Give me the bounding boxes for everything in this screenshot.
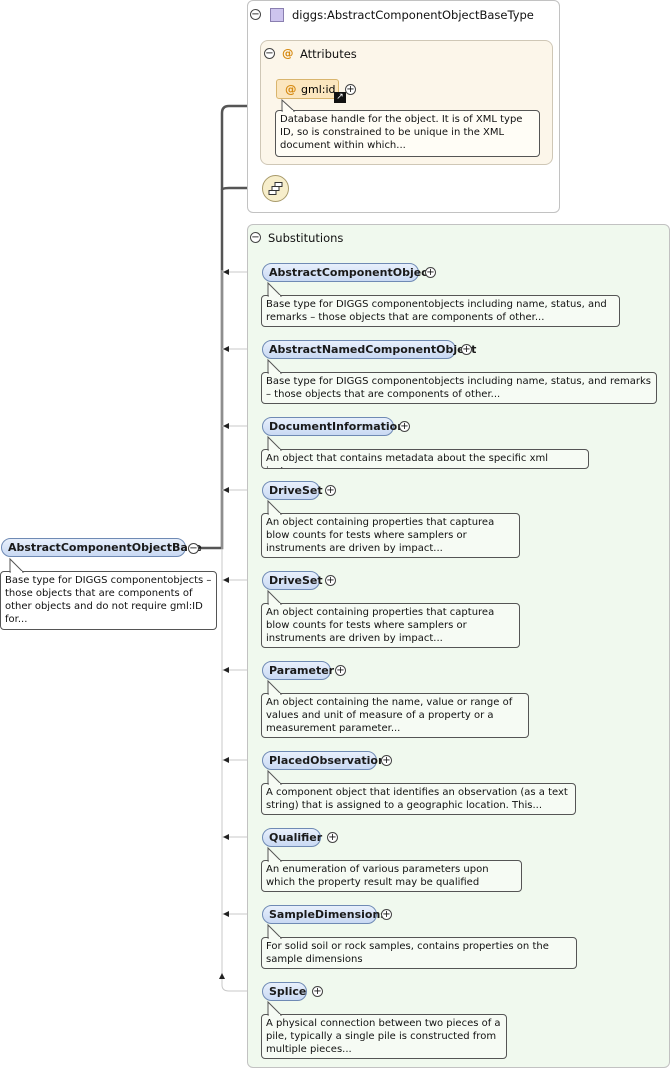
attributes-collapse-toggle[interactable]: − <box>264 48 275 59</box>
substitution-node[interactable]: DriveSet <box>262 571 323 590</box>
substitution-expand-toggle[interactable]: + <box>327 832 338 843</box>
substitution-description: For solid soil or rock samples, contains… <box>261 937 577 969</box>
substitution-description: An object containing properties that cap… <box>261 603 520 648</box>
substitution-node[interactable]: Parameter <box>262 661 334 680</box>
attribute-gml-id[interactable]: @ gml:id <box>276 79 339 99</box>
substitution-expand-toggle[interactable]: + <box>399 421 410 432</box>
attributes-title: Attributes <box>300 47 357 61</box>
substitution-node[interactable]: DriveSet <box>262 481 323 500</box>
attribute-label: gml:id <box>301 83 336 96</box>
substitution-node[interactable]: Qualifier <box>262 828 322 847</box>
substitution-description: A physical connection between two pieces… <box>261 1014 507 1059</box>
substitution-node[interactable]: AbstractNamedComponentObject <box>262 340 476 359</box>
substitution-description: An enumeration of various parameters upo… <box>261 860 522 892</box>
root-description: Base type for DIGGS componentobjects – t… <box>0 571 217 630</box>
substitution-expand-toggle[interactable]: + <box>335 665 346 676</box>
link-arrow-icon: ↗ <box>334 92 346 103</box>
type-collapse-toggle[interactable]: − <box>250 9 261 20</box>
complex-type-icon <box>270 8 284 22</box>
substitutions-collapse-toggle[interactable]: − <box>250 232 261 243</box>
complex-type-title: diggs:AbstractComponentObjectBaseType <box>292 8 534 22</box>
substitution-node[interactable]: PlacedObservation <box>262 751 386 770</box>
attributes-at-icon: @ <box>282 46 294 60</box>
substitution-description: Base type for DIGGS componentobjects inc… <box>261 372 657 404</box>
substitution-node[interactable]: AbstractComponentObject <box>262 263 433 282</box>
substitution-node[interactable]: SampleDimensions <box>262 905 387 924</box>
attribute-expand-toggle[interactable]: + <box>345 84 356 95</box>
substitution-expand-toggle[interactable]: + <box>312 986 323 997</box>
substitution-description: A component object that identifies an ob… <box>261 783 576 815</box>
root-collapse-toggle[interactable]: − <box>188 543 199 554</box>
substitution-node[interactable]: DocumentInformation <box>262 417 405 436</box>
substitution-expand-toggle[interactable]: + <box>381 755 392 766</box>
substitution-node[interactable]: Splice <box>262 982 307 1001</box>
substitution-expand-toggle[interactable]: + <box>381 909 392 920</box>
attribute-description: Database handle for the object. It is of… <box>275 110 540 157</box>
sequence-glyph-icon <box>268 182 283 195</box>
substitution-expand-toggle[interactable]: + <box>325 485 336 496</box>
root-element-node[interactable]: AbstractComponentObjectBase <box>1 538 202 557</box>
substitutions-title: Substitutions <box>268 231 344 245</box>
attribute-at-icon: @ <box>285 82 297 96</box>
substitution-description: Base type for DIGGS componentobjects inc… <box>261 295 620 327</box>
substitution-expand-toggle[interactable]: + <box>425 267 436 278</box>
substitution-description: An object containing the name, value or … <box>261 693 529 738</box>
substitution-description: An object containing properties that cap… <box>261 513 520 558</box>
substitution-expand-toggle[interactable]: + <box>461 344 472 355</box>
substitution-expand-toggle[interactable]: + <box>325 575 336 586</box>
substitution-description: An object that contains metadata about t… <box>261 449 589 469</box>
